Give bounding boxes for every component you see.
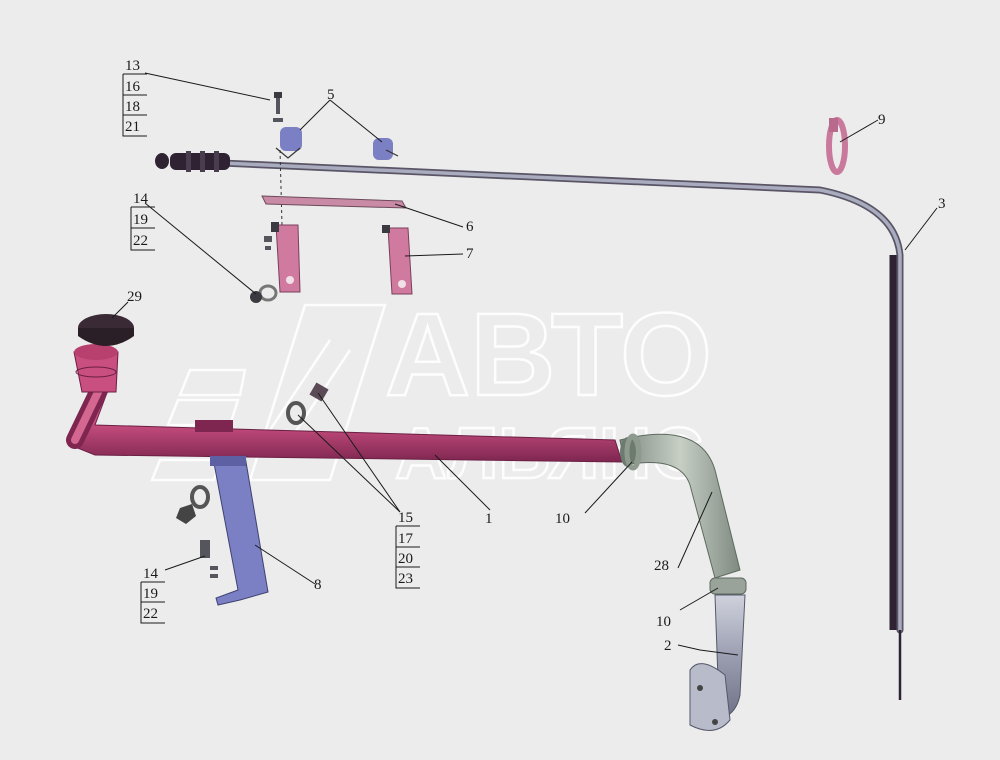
callout-5: 5	[327, 87, 335, 103]
part-29-cap-icon	[78, 314, 134, 346]
part-5-cushion-right-icon	[373, 138, 399, 160]
stack14-item: 22	[143, 606, 158, 622]
callout-28: 28	[654, 558, 669, 574]
callouts: 1 2 3 5 6 7 8 9 10 10 28 29 13 16 18 21 …	[122, 58, 946, 654]
part-7-bracket-left-icon	[271, 222, 301, 293]
stack13-item: 13	[125, 58, 140, 74]
callout-10-lower: 10	[656, 614, 671, 630]
part-13-bolt-icon	[273, 92, 283, 122]
stack15-item: 23	[398, 571, 413, 587]
part-10-clamp-upper-icon	[624, 433, 642, 471]
callout-6: 6	[466, 219, 474, 235]
part-9-hose-clamp-icon	[826, 117, 848, 175]
callout-stack-13: 13 16 18 21	[122, 58, 147, 137]
part-1-main-tube	[66, 344, 623, 463]
callout-3: 3	[938, 196, 946, 212]
callout-8: 8	[314, 577, 322, 593]
part-6-strip-icon	[261, 195, 407, 209]
callout-29: 29	[127, 289, 142, 305]
callout-stack-14-lower: 14 19 22	[140, 566, 165, 624]
callout-7: 7	[466, 246, 474, 262]
stack15-item: 17	[398, 531, 414, 547]
part-15-bolt-icon	[176, 382, 329, 524]
part-5-cushion-left-icon	[275, 127, 302, 159]
callout-stack-14-upper: 14 19 22	[130, 191, 155, 251]
callout-stack-15: 15 17 20 23	[395, 510, 420, 589]
stack14-item: 19	[143, 586, 158, 602]
assembly-axis-line	[279, 149, 283, 226]
part-7-bracket-right-icon	[382, 225, 413, 295]
stack13-item: 16	[125, 79, 141, 95]
leader-lines	[111, 72, 938, 656]
part-8-bracket-icon	[210, 455, 269, 606]
watermark-line1: АВТО	[385, 289, 712, 421]
callout-9: 9	[878, 112, 886, 128]
stack14-item: 19	[133, 212, 148, 228]
stack14-item: 14	[133, 191, 149, 207]
part-14-bolt-lower-icon	[200, 540, 218, 578]
part-10-clamp-lower-icon	[709, 577, 747, 595]
callout-10-upper: 10	[555, 511, 570, 527]
callout-1: 1	[485, 511, 493, 527]
stack15-item: 15	[398, 510, 413, 526]
part-14-bolt-upper-icon	[250, 236, 278, 303]
stack15-item: 20	[398, 551, 413, 567]
part-2-elbow-pipe	[689, 594, 746, 731]
callout-2: 2	[664, 638, 672, 654]
stack14-item: 22	[133, 233, 148, 249]
flange-icon	[689, 663, 731, 731]
stack14-item: 14	[143, 566, 159, 582]
stack13-item: 18	[125, 99, 140, 115]
stack13-item: 21	[125, 119, 140, 135]
part-3-dipstick	[155, 151, 904, 700]
dipstick-handle-icon	[155, 151, 230, 172]
filler-neck-icon	[73, 344, 119, 393]
